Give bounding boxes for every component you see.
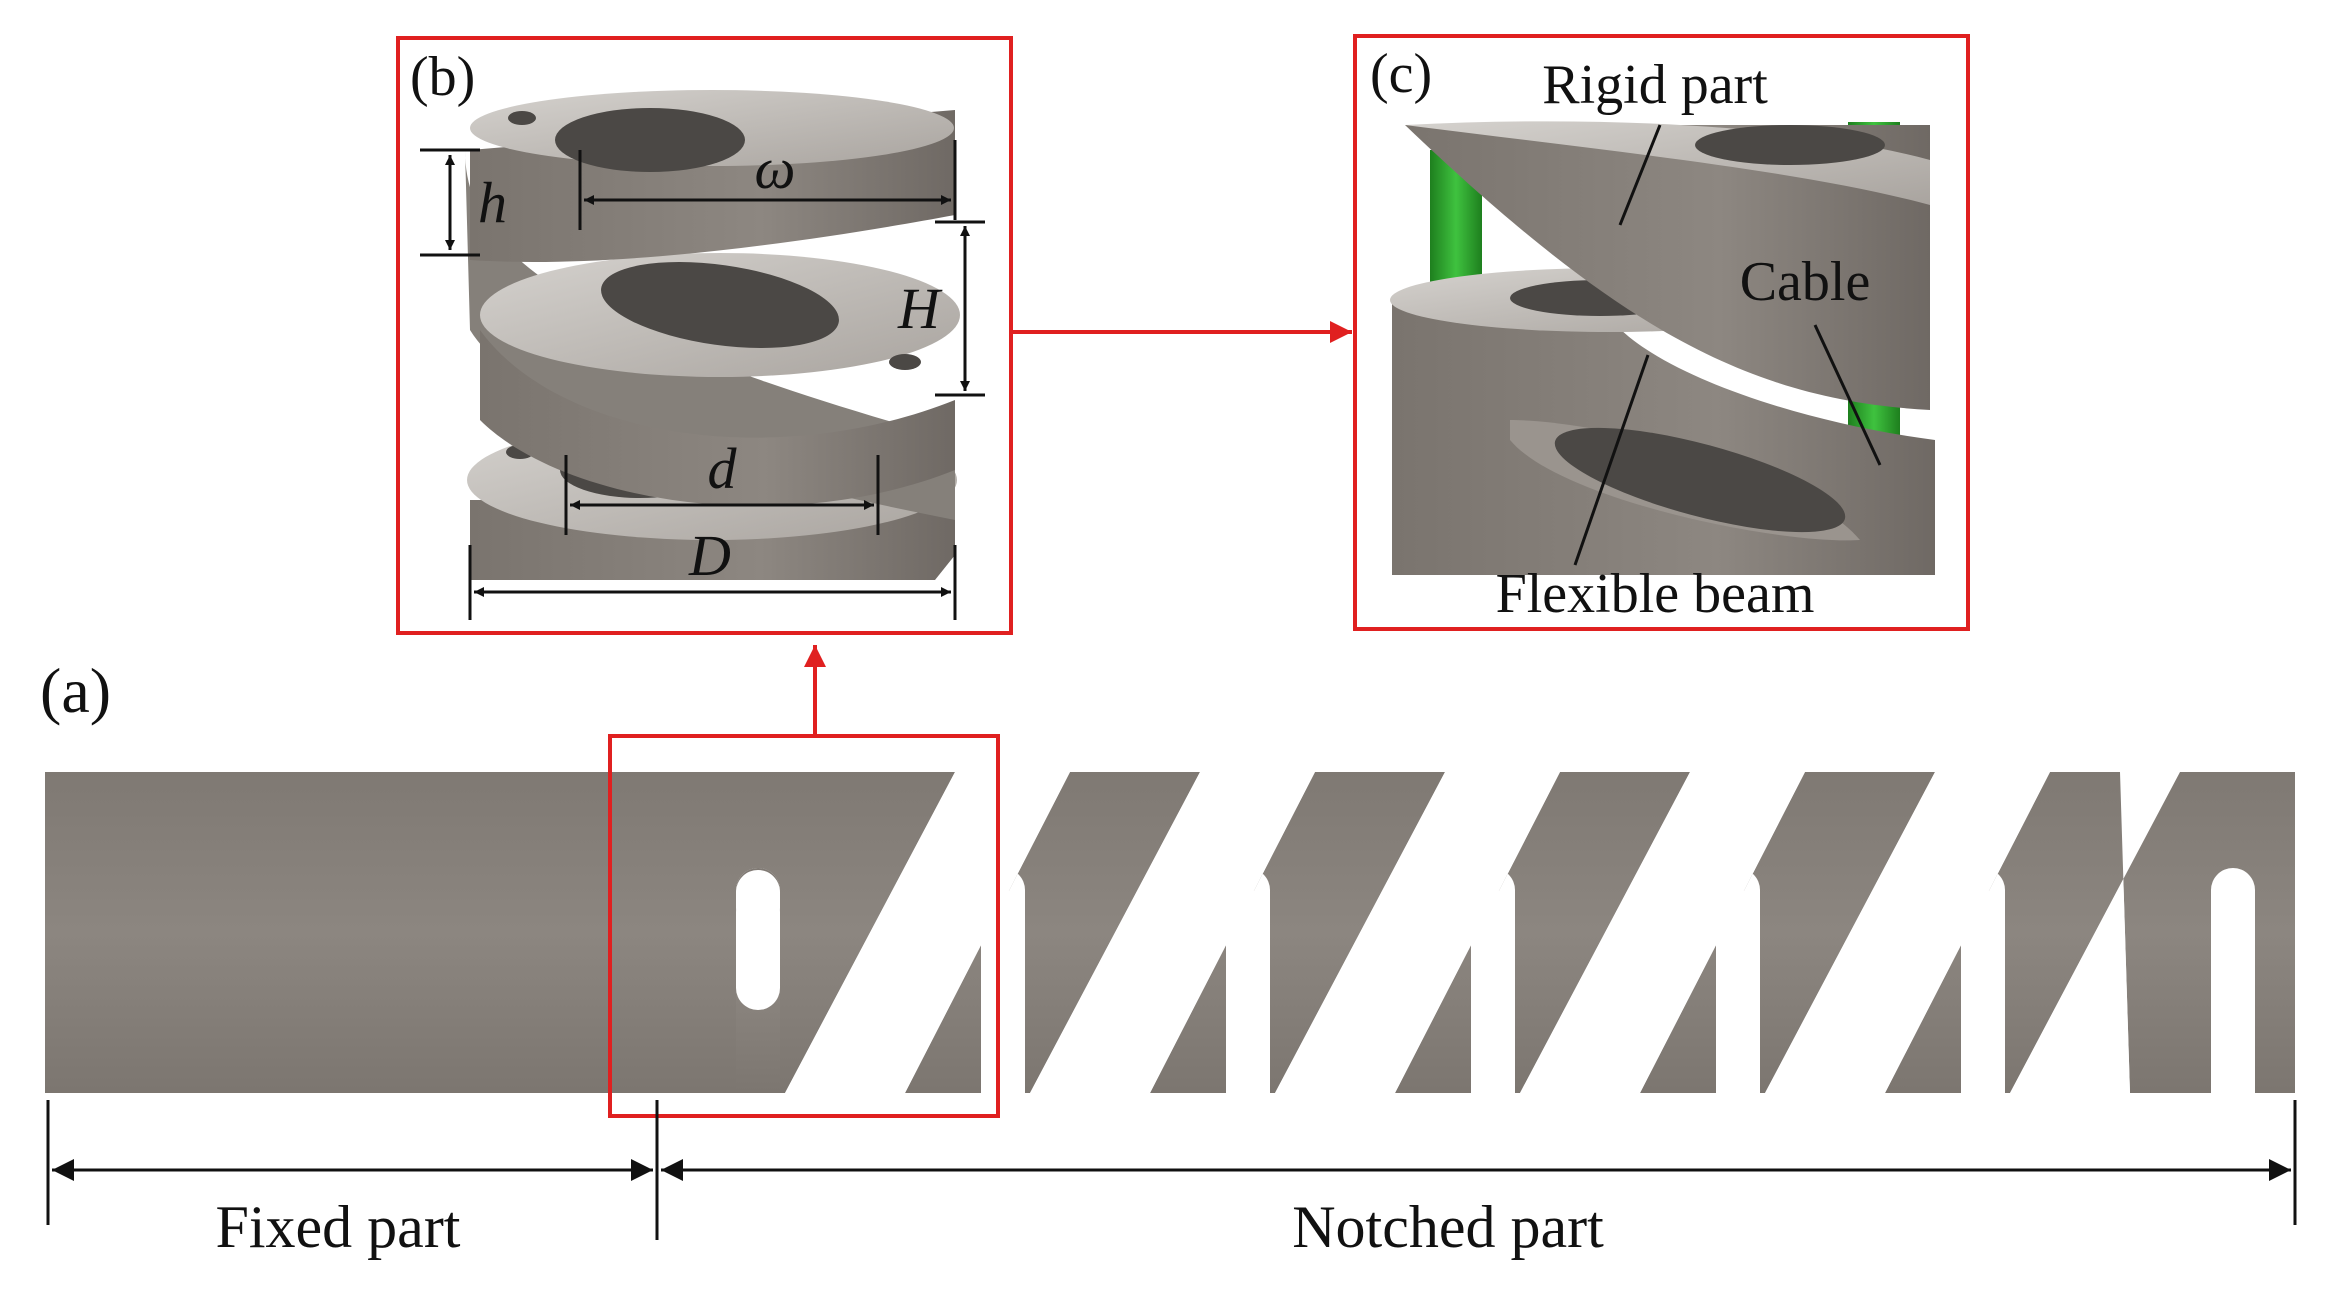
panel-b-dimension-lines	[420, 140, 985, 620]
panel-a-notched-tube: (a) Fixed part Notched part	[40, 655, 2297, 1260]
panel-b-closeup: (b) h ω H d D	[396, 36, 1013, 635]
panel-c-leader-lines	[1573, 124, 1882, 566]
panel-b-label: (b)	[410, 46, 475, 108]
dim-H-label: H	[897, 276, 943, 341]
dim-D-label: D	[688, 523, 731, 588]
middle-disk-hole	[601, 262, 839, 348]
upper-hole	[1695, 125, 1885, 165]
panel-c-label: (c)	[1370, 43, 1432, 105]
notched-part-label: Notched part	[1292, 1194, 1604, 1260]
tube-slots	[736, 868, 2255, 1093]
lower-slot-hole	[1554, 427, 1846, 533]
tube-notches	[785, 772, 2180, 1093]
tube-body	[45, 772, 2295, 1093]
tube-highlight-box	[608, 734, 1000, 1118]
middle-disk-side	[480, 330, 955, 507]
tube-dimension-lines	[46, 1100, 2297, 1240]
panel-c-closeup: (c) Rigid part Cable Flexible beam	[1353, 34, 1970, 631]
fixed-part-label: Fixed part	[216, 1194, 461, 1260]
flexible-beam-label: Flexible beam	[1496, 563, 1815, 625]
top-disk-hole	[555, 108, 745, 172]
dim-d-label: d	[708, 436, 738, 501]
middle-disk-cable-hole	[889, 354, 921, 370]
dim-h-label: h	[478, 170, 507, 235]
top-disk-cable-hole	[508, 111, 536, 125]
cable-label: Cable	[1740, 251, 1871, 313]
middle-helix	[465, 150, 955, 520]
panel-a-label: (a)	[40, 655, 111, 726]
dim-omega-label: ω	[755, 136, 796, 201]
upper-rigid-part	[1405, 125, 1930, 410]
rigid-part-label: Rigid part	[1542, 54, 1768, 116]
